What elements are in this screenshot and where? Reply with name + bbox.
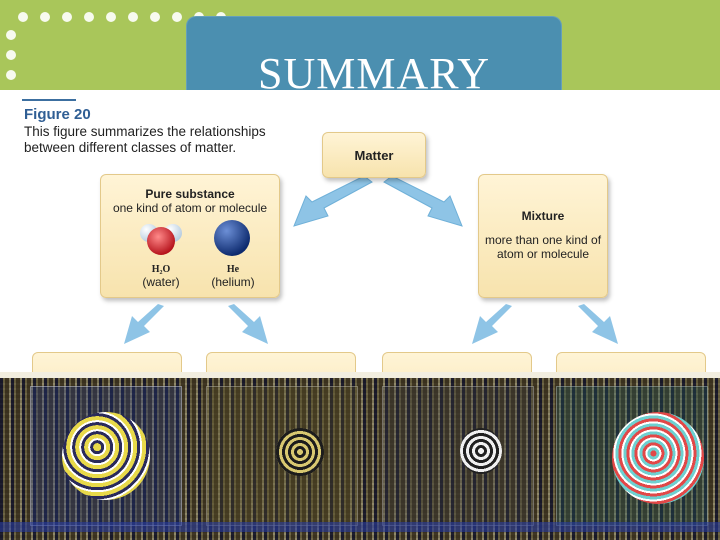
water-name: (water) [129,276,193,289]
arrow-mixture-left [468,304,522,354]
matter-box: Matter [322,132,426,178]
heterogeneous-particles-icon [612,412,704,504]
water-molecule-icon [139,219,183,259]
helium-atom-icon [213,219,251,257]
water-label: H₂O (water) [129,263,193,289]
compound-particles-icon [276,428,324,476]
helium-label: He (helium) [201,263,265,289]
arrow-matter-to-mixture [382,176,472,242]
figure-rule [22,99,76,101]
arrow-pure-left [120,304,174,354]
figure-panel: Figure 20 This figure summarizes the rel… [0,90,720,540]
pure-substance-description: one kind of atom or molecule [101,201,279,215]
pure-substance-box: Pure substance one kind of atom or molec… [100,174,280,298]
mixture-description: more than one kind of atom or molecule [479,233,607,261]
arrow-matter-to-pure [284,176,374,242]
pure-substance-title: Pure substance [101,187,279,201]
corrupted-image-region [0,372,720,540]
matter-label: Matter [323,148,425,163]
figure-caption: This figure summarizes the relationships… [24,124,274,156]
mixture-title: Mixture [479,209,607,223]
mixture-box: Mixture more than one kind of atom or mo… [478,174,608,298]
homogeneous-particles-icon [460,428,502,474]
arrow-pure-right [218,304,272,354]
title-banner: SUMMARY [186,16,562,96]
helium-name: (helium) [201,276,265,289]
element-particles-icon [62,412,150,500]
figure-label: Figure 20 [24,106,91,123]
arrow-mixture-right [568,304,622,354]
